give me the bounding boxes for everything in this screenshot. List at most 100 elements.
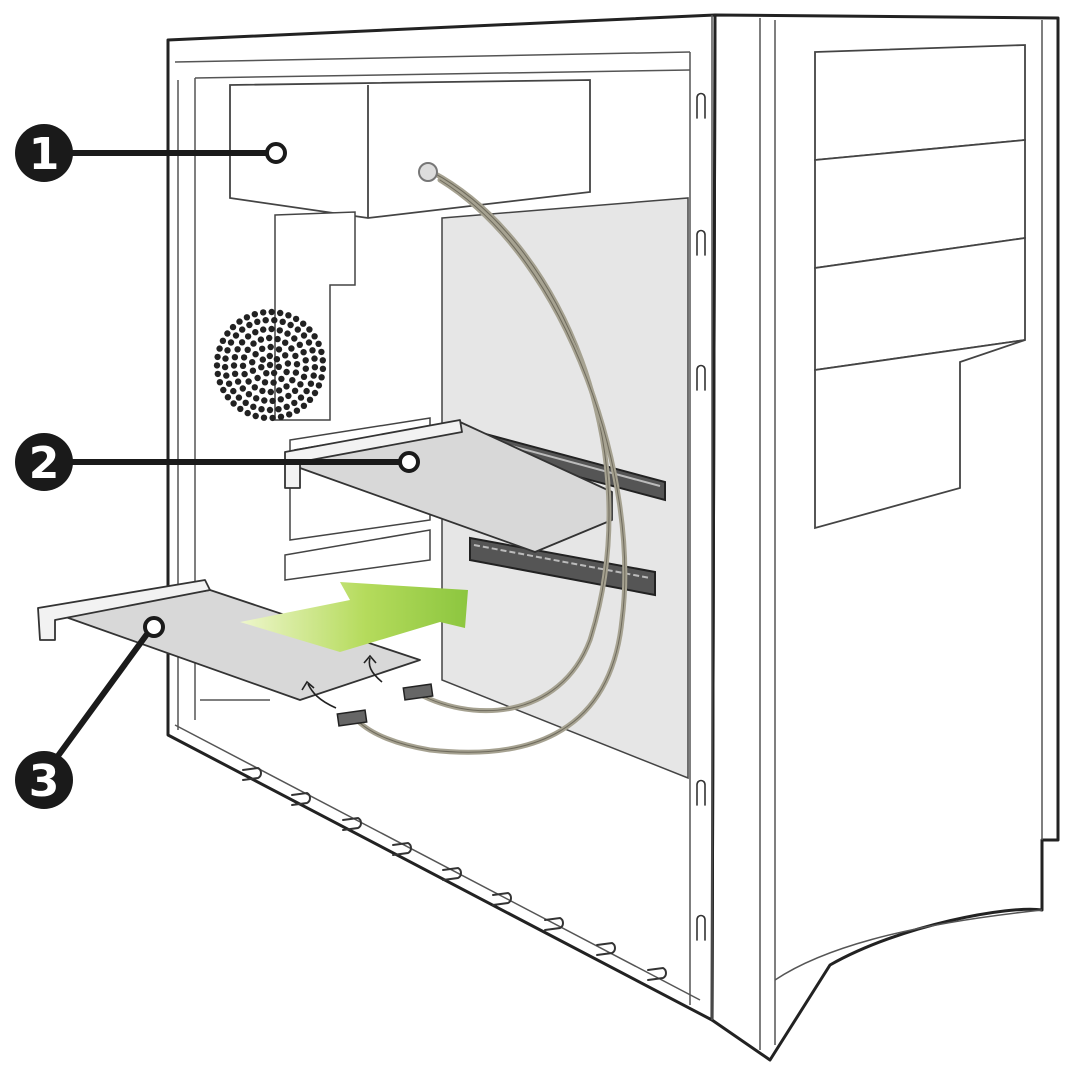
fan-hole <box>294 326 301 333</box>
fan-hole <box>235 394 243 401</box>
fan-hole <box>221 363 229 371</box>
fan-hole <box>222 355 229 362</box>
fan-hole <box>300 402 308 409</box>
fan-hole <box>283 403 290 410</box>
fan-hole <box>267 343 274 351</box>
installed-expansion-card <box>284 419 613 553</box>
fan-hole <box>319 357 326 364</box>
fan-hole <box>292 352 299 360</box>
fan-hole <box>275 346 283 353</box>
insertion-arrow <box>240 582 468 652</box>
fan-hole <box>266 334 273 342</box>
fan-hole <box>234 378 242 385</box>
fan-hole <box>289 377 296 384</box>
fan-hole <box>227 339 235 346</box>
fan-hole <box>251 311 258 318</box>
callout-3: 3 <box>15 751 73 809</box>
fan-hole <box>260 309 267 316</box>
fan-hole <box>239 385 246 392</box>
fan-hole <box>277 309 284 317</box>
fan-hole <box>292 315 300 323</box>
fan-hole <box>270 379 277 386</box>
fan-hole <box>268 325 275 333</box>
fan-hole <box>224 330 231 337</box>
fan-hole <box>283 368 290 376</box>
connector-lower <box>336 709 368 727</box>
fan-hole <box>249 367 257 374</box>
fan-hole <box>245 391 253 398</box>
fan-hole <box>252 351 259 358</box>
fan-hole <box>231 354 239 361</box>
fan-hole <box>268 308 275 316</box>
fan-hole <box>230 387 237 395</box>
fan-hole <box>252 412 259 420</box>
fan-hole <box>315 340 322 347</box>
fan-hole <box>266 406 274 414</box>
fan-hole <box>257 336 265 343</box>
fan-hole <box>286 411 293 418</box>
fan-hole <box>261 397 268 404</box>
fan-hole <box>275 363 282 370</box>
fan-hole <box>278 375 285 383</box>
fan-hole <box>293 361 301 368</box>
fan-hole <box>240 354 248 361</box>
fan-hole <box>302 357 309 364</box>
fan-hole <box>230 362 238 369</box>
fan-hole <box>250 340 257 347</box>
fan-hole <box>309 347 316 354</box>
cable-port <box>418 162 438 182</box>
fan-hole <box>279 318 286 325</box>
fan-hole <box>297 381 304 388</box>
fan-hole <box>220 386 227 394</box>
fan-hole <box>274 335 281 343</box>
callout-1-label: 1 <box>29 129 60 180</box>
fan-hole <box>305 339 313 346</box>
fan-hole <box>285 312 292 319</box>
drive-bay-4 <box>814 339 1026 530</box>
fan-hole <box>251 384 258 391</box>
fan-hole <box>266 352 273 360</box>
pci-slot-lower <box>469 536 656 597</box>
fan-hole <box>282 352 289 359</box>
fan-hole <box>258 406 265 413</box>
fan-hole <box>306 396 314 403</box>
fan-hole <box>277 413 285 420</box>
fan-hole <box>259 387 266 395</box>
fan-hole <box>236 318 243 325</box>
fan-hole <box>216 379 224 386</box>
fan-hole <box>260 326 267 333</box>
fan-hole <box>311 389 319 397</box>
fan-hole <box>284 360 292 367</box>
fan-hole <box>318 348 325 356</box>
fan-hole <box>219 337 227 344</box>
fan-hole <box>270 369 278 377</box>
fan-hole <box>284 330 291 337</box>
callout-3-label: 3 <box>29 756 60 807</box>
fan-hole <box>275 387 283 394</box>
fan-hole <box>214 353 221 361</box>
fan-hole <box>229 323 237 331</box>
fan-hole <box>318 374 325 381</box>
fan-hole <box>259 345 266 352</box>
fan-hole <box>254 318 261 325</box>
fan-hole <box>269 414 276 422</box>
fan-hole <box>271 317 278 324</box>
callout-2-label: 2 <box>29 438 60 489</box>
connector-upper <box>402 683 434 701</box>
fan-hole <box>259 356 266 363</box>
fan-hole <box>252 329 259 336</box>
fan-hole <box>237 405 244 413</box>
fan-hole <box>258 364 265 371</box>
fan-hole <box>261 379 269 386</box>
fan-hole <box>283 383 290 390</box>
fan-hole <box>242 399 249 406</box>
fan-hole <box>311 364 319 371</box>
fan-hole <box>291 387 299 394</box>
fan-hole <box>239 362 247 369</box>
fan-hole <box>225 380 233 387</box>
fan-hole <box>276 327 283 334</box>
cables <box>352 169 628 755</box>
fan-hole <box>234 346 241 353</box>
fan-hole <box>246 321 253 329</box>
case-fan-grille <box>213 308 327 422</box>
